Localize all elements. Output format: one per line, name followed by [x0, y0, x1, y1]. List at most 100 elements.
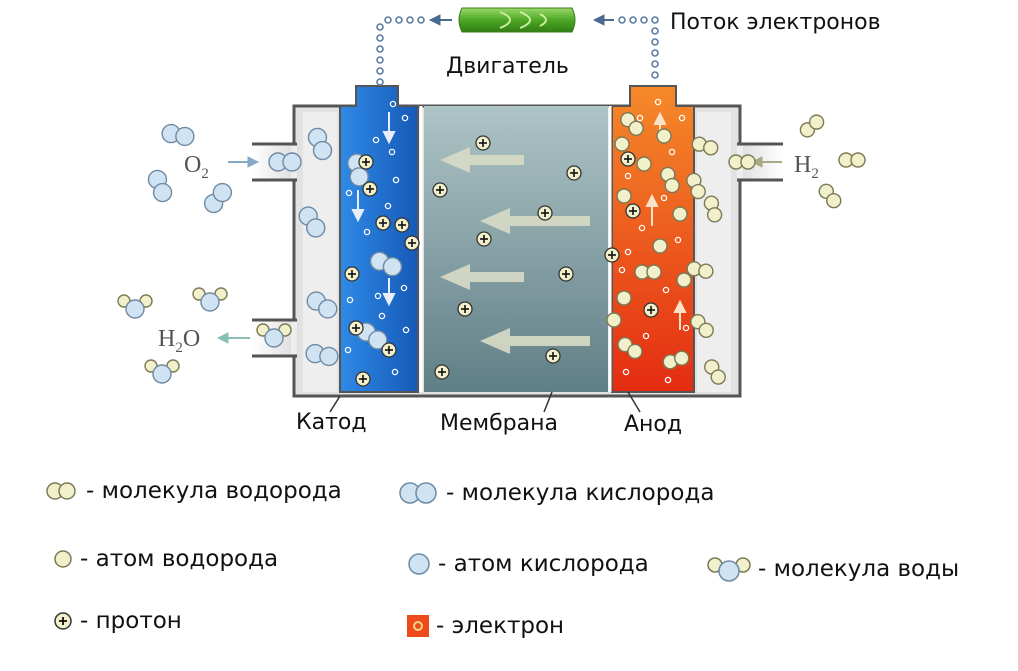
o2-in-arrow [228, 156, 260, 168]
h2o-label: H2O [158, 326, 200, 356]
h2o-out-arrow [216, 332, 250, 344]
hydrogen-atom [606, 312, 622, 328]
oxygen-molecule [212, 182, 233, 203]
cathode-down-arrows [351, 112, 396, 307]
oxygen-molecule [312, 140, 333, 161]
electron [678, 114, 686, 122]
electron [664, 376, 672, 384]
wire-electron [376, 67, 384, 75]
legend-electron-text: - электрон [436, 613, 565, 639]
legend-hydrogen-molecule-text: - молекула водорода [86, 478, 342, 504]
electron [682, 324, 690, 332]
wire-electron [384, 16, 392, 24]
oxygen-molecule [349, 167, 369, 187]
hydrogen-atom [616, 290, 632, 306]
motor-icon [458, 7, 576, 33]
oxygen-molecule [382, 257, 403, 277]
particles [117, 98, 866, 387]
oxygen-molecule [319, 346, 339, 367]
oxygen-molecule [318, 299, 338, 319]
hydrogen-molecule [627, 343, 643, 360]
oxygen-molecule [282, 152, 302, 172]
hydrogen-atom [636, 156, 652, 172]
electron-icon [407, 615, 429, 637]
hydrogen-atom [616, 188, 632, 204]
legend-proton-text: - протон [80, 608, 182, 634]
o2-label: O2 [184, 152, 209, 182]
legend-hydrogen-atom: - атом водорода [52, 546, 278, 572]
hydrogen-molecule [690, 183, 706, 200]
electron [374, 292, 382, 300]
wire-electron [417, 16, 425, 24]
hydrogen-molecule [698, 322, 714, 339]
legend-hydrogen-atom-text: - атом водорода [80, 546, 279, 572]
hydrogen-molecule [664, 177, 680, 194]
membrane-leader [543, 391, 553, 413]
electron [624, 248, 632, 256]
legend-proton: - протон [52, 608, 182, 634]
electron [372, 136, 380, 144]
hydrogen-atom [614, 136, 630, 152]
legend-oxygen-molecule: - молекула кислорода [398, 480, 714, 506]
wire-electron [376, 56, 384, 64]
motor-label: Двигатель [446, 54, 569, 79]
electron [654, 98, 662, 106]
electron [662, 286, 670, 294]
oxygen-molecule [306, 218, 326, 238]
electron [345, 189, 353, 197]
membrane [424, 106, 608, 392]
hydrogen-molecule [740, 154, 756, 170]
legend-electron: - электрон [406, 613, 564, 639]
hydrogen-molecule [628, 120, 644, 137]
hydrogen-molecule [706, 207, 723, 223]
water-molecule-icon [707, 557, 751, 582]
anode-leader [627, 391, 641, 413]
wire-arrows [428, 14, 614, 26]
electron [638, 224, 646, 232]
hydrogen-molecule-icon [46, 482, 76, 500]
cathode-label: Катод [296, 410, 367, 435]
hydrogen-atom [672, 206, 688, 222]
wire-electron [651, 16, 659, 24]
hydrogen-molecule [698, 263, 714, 279]
wire-electron [395, 16, 403, 24]
hydrogen-molecule [850, 152, 866, 168]
h2-label: H2 [794, 152, 819, 182]
wire-electron [618, 16, 626, 24]
electron [624, 172, 632, 180]
hydrogen-molecule [808, 114, 825, 130]
oxygen-atom-icon [408, 553, 430, 575]
electron [378, 312, 386, 320]
wire-electron [651, 49, 659, 57]
legend-oxygen-atom-text: - атом кислорода [438, 551, 649, 577]
wire-electron [376, 78, 384, 86]
oxygen-molecule [368, 330, 388, 350]
electron-wire [376, 16, 659, 86]
electron [642, 332, 650, 340]
water-molecule [200, 292, 220, 312]
wire-electron [376, 45, 384, 53]
hydrogen-molecule [710, 369, 726, 385]
wire-electron [376, 23, 384, 31]
wire-electron [640, 16, 648, 24]
legend-water-molecule: - молекула воды [706, 553, 959, 585]
electron [636, 114, 644, 122]
proton-icon [54, 612, 72, 630]
membrane-label: Мембрана [440, 411, 558, 436]
electron [402, 326, 410, 334]
electron [388, 148, 396, 156]
electron [392, 176, 400, 184]
hydrogen-molecule [703, 140, 719, 156]
legend-water-molecule-text: - молекула воды [758, 556, 960, 582]
anode-gas-channel [697, 112, 731, 392]
hydrogen-atom [676, 272, 692, 288]
wire-electron [651, 27, 659, 35]
electron-flow-label: Поток электронов [670, 10, 881, 35]
anode-up-arrows [645, 111, 687, 330]
wire-electron [651, 38, 659, 46]
wire-electron [376, 34, 384, 42]
electron [401, 114, 409, 122]
legend-oxygen-atom: - атом кислорода [406, 551, 649, 577]
hydrogen-atom-icon [54, 550, 72, 568]
